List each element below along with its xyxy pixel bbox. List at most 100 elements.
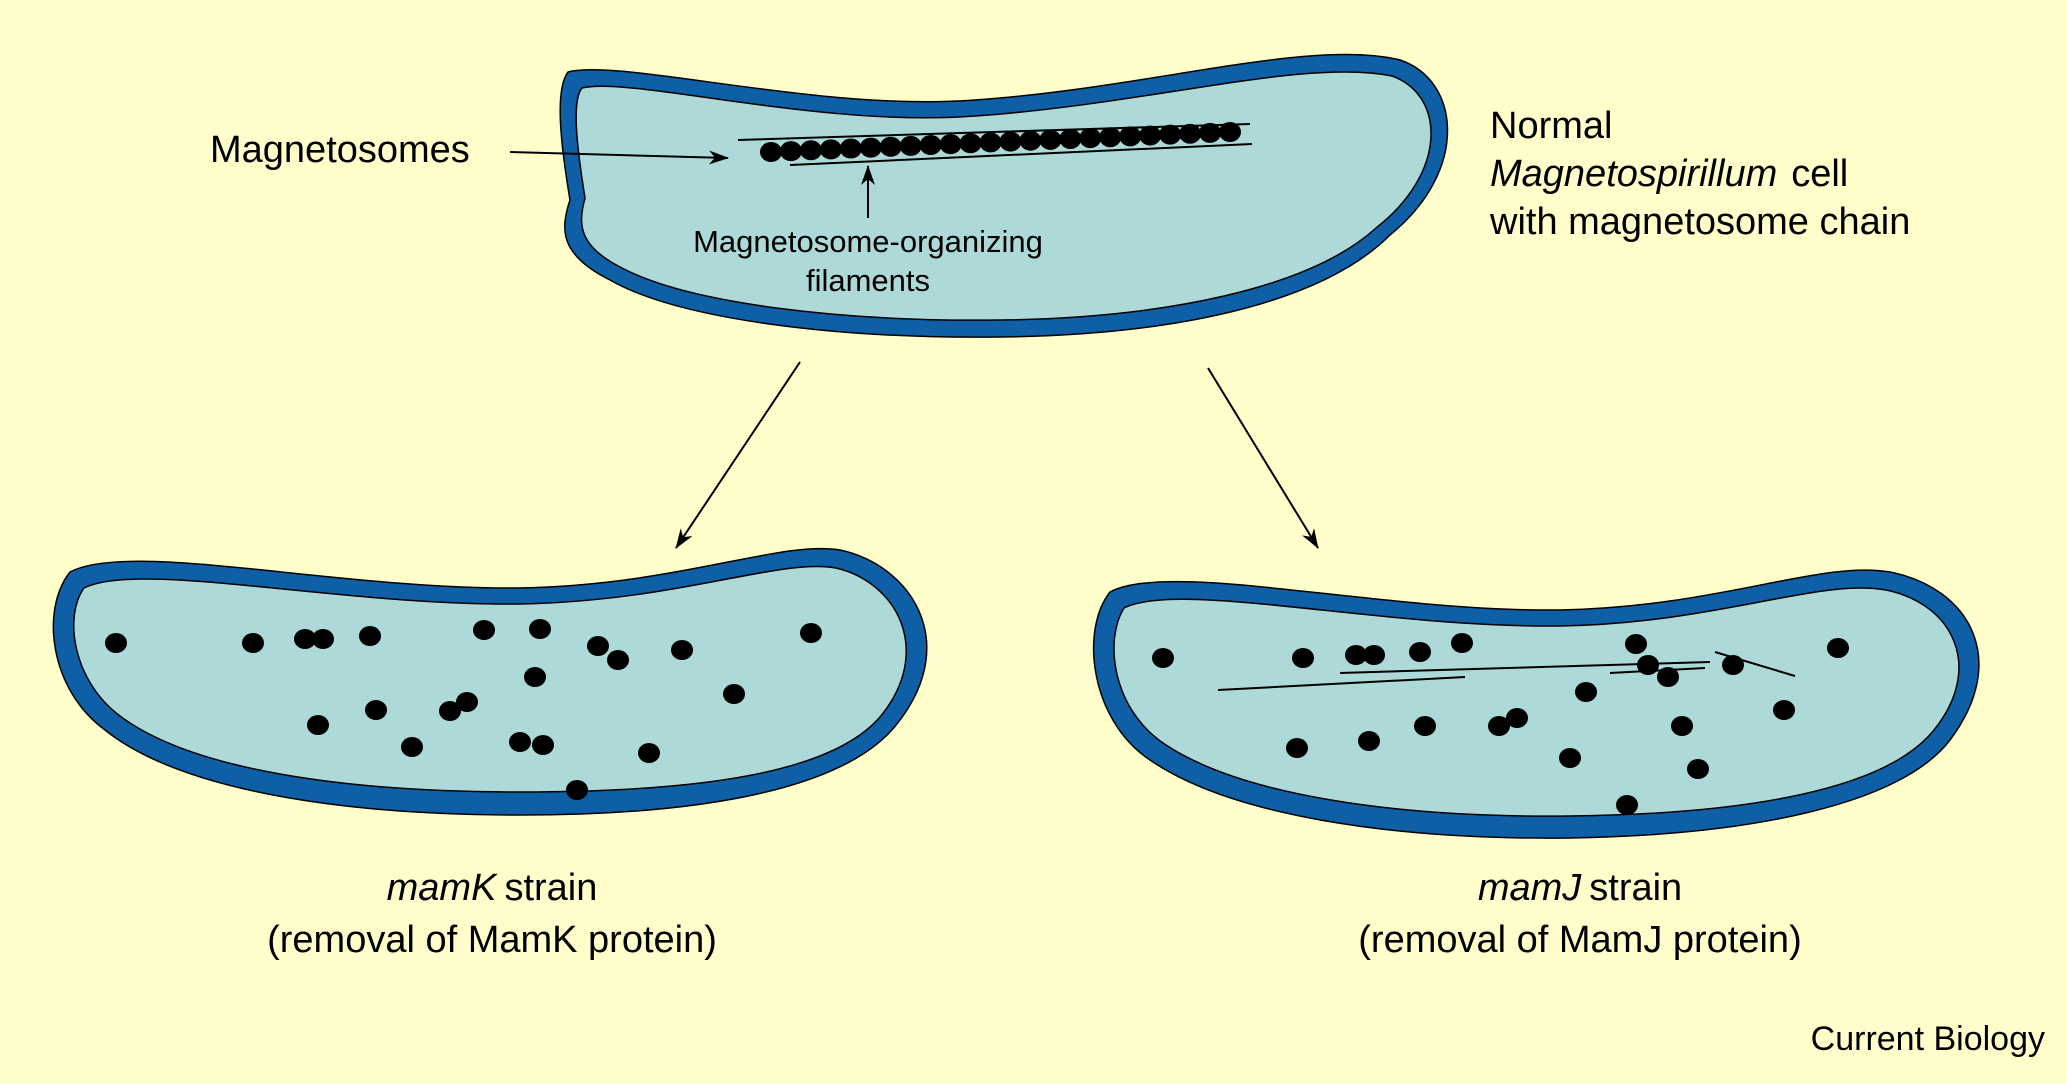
magnetosome <box>1019 130 1042 151</box>
magnetosome <box>312 629 334 649</box>
magnetosome <box>401 737 423 757</box>
magnetosome <box>1773 700 1795 720</box>
magnetosome <box>242 633 264 653</box>
magnetosome <box>1687 759 1709 779</box>
magnetosome <box>1363 645 1385 665</box>
magnetosome <box>1575 682 1597 702</box>
magnetosome-chain <box>760 122 1241 162</box>
normal-caption-line1: Normal <box>1490 105 1612 147</box>
magnetosome <box>1119 126 1142 147</box>
magnetosome <box>819 139 842 160</box>
magnetosome <box>532 735 554 755</box>
magnetosome <box>509 732 531 752</box>
magnetosome <box>1625 634 1647 654</box>
filaments-label-line1: Magnetosome-organizing <box>693 224 1043 259</box>
magnetosome <box>307 715 329 735</box>
magnetosome <box>1506 708 1528 728</box>
mamj-scattered-magnetosomes <box>1152 633 1849 815</box>
normal-caption-line3: with magnetosome chain <box>1489 201 1910 243</box>
filament <box>789 143 1253 166</box>
magnetosome <box>1722 655 1744 675</box>
magnetosome <box>1292 648 1314 668</box>
magnetosome <box>1219 122 1241 142</box>
magnetosome <box>638 743 660 763</box>
magnetosome <box>524 667 546 687</box>
magnetosome <box>1559 748 1581 768</box>
magnetosome <box>1039 129 1062 150</box>
magnetosome <box>1657 667 1679 687</box>
magnetosome <box>1451 633 1473 653</box>
mamj-strain-word: strain <box>1589 867 1682 909</box>
magnetosome <box>1358 731 1380 751</box>
magnetosome <box>1637 655 1659 675</box>
magnetosome <box>1671 716 1693 736</box>
caption-cell-word: cell <box>1791 153 1848 195</box>
magnetosome <box>456 692 478 712</box>
magnetosome <box>800 623 822 643</box>
mamk-cell-cytoplasm <box>73 565 907 793</box>
magnetosome <box>1345 645 1367 665</box>
magnetosome <box>939 134 962 155</box>
normal-caption-line2: Magnetospirillum cell <box>1490 153 1848 195</box>
magnetosome <box>1616 795 1638 815</box>
journal-credit: Current Biology <box>1811 1020 2045 1058</box>
magnetosome <box>779 141 802 162</box>
magnetosome <box>1409 642 1431 662</box>
magnetosome <box>999 131 1022 152</box>
mamk-gene-name: mamK <box>387 867 498 909</box>
magnetosome <box>365 700 387 720</box>
mamj-cell-cytoplasm <box>1113 587 1960 817</box>
magnetosome <box>1059 128 1082 149</box>
magnetosome <box>1139 125 1162 146</box>
magnetosome <box>359 626 381 646</box>
magnetosome <box>1199 122 1222 143</box>
magnetosome <box>879 136 902 157</box>
filaments-label-line2: filaments <box>806 263 930 298</box>
normal-cell-outline <box>559 53 1449 338</box>
magnetosome <box>859 137 882 158</box>
magnetosomes-label: Magnetosomes <box>210 129 470 171</box>
magnetosome <box>760 142 782 162</box>
magnetosome <box>1079 128 1102 149</box>
magnetosome <box>959 133 982 154</box>
magnetosome <box>1488 716 1510 736</box>
magnetosome <box>839 138 862 159</box>
magnetosome <box>439 701 461 721</box>
species-name: Magnetospirillum <box>1490 153 1777 195</box>
magnetosome <box>899 135 922 156</box>
magnetosome <box>1286 738 1308 758</box>
magnetosomes-arrow <box>509 150 729 165</box>
mamj-description: (removal of MamJ protein) <box>1358 919 1801 961</box>
mamk-strain-word: strain <box>504 867 597 909</box>
magnetosome <box>671 640 693 660</box>
magnetosome <box>587 636 609 656</box>
magnetosome <box>799 140 822 161</box>
magnetosome <box>105 633 127 653</box>
magnetosome <box>1159 124 1182 145</box>
mamk-description: (removal of MamK protein) <box>267 919 717 961</box>
filament <box>1217 676 1466 691</box>
mamj-gene-name: mamJ <box>1478 867 1582 909</box>
magnetosome <box>723 684 745 704</box>
arrow-to-mamj <box>1207 367 1319 549</box>
magnetosome <box>1414 716 1436 736</box>
mamk-scattered-magnetosomes <box>105 619 822 800</box>
magnetosome <box>1179 123 1202 144</box>
magnetosome <box>979 132 1002 153</box>
magnetosome <box>1099 127 1122 148</box>
magnetosome <box>529 619 551 639</box>
magnetosome <box>294 629 316 649</box>
magnetosome <box>919 135 942 156</box>
arrow-to-mamk <box>675 361 801 549</box>
magnetosome <box>566 780 588 800</box>
magnetosome <box>1827 638 1849 658</box>
magnetosome <box>607 650 629 670</box>
magnetosome <box>473 620 495 640</box>
magnetosome <box>1152 648 1174 668</box>
